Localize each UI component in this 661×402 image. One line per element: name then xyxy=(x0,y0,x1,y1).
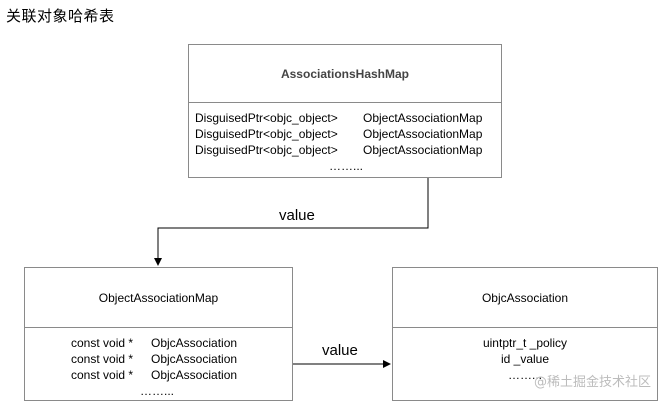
hashmap-entry-key: DisguisedPtr<objc_object> xyxy=(195,111,338,125)
objmap-entry-key: const void * xyxy=(71,336,134,350)
hashmap-entry-key: DisguisedPtr<objc_object> xyxy=(195,143,338,157)
hashmap-entry: DisguisedPtr<objc_object> ObjectAssociati… xyxy=(189,142,501,158)
hashmap-entry: DisguisedPtr<objc_object> ObjectAssociati… xyxy=(189,110,501,126)
associations-hashmap-node: AssociationsHashMap DisguisedPtr<objc_ob… xyxy=(188,44,502,178)
objc-association-node: ObjcAssociation uintptr_t _policy id _va… xyxy=(392,267,658,401)
object-association-map-entries: const void * ObjcAssociation const void *… xyxy=(25,328,292,400)
objmap-entry-value: ObjcAssociation xyxy=(151,352,238,366)
objmap-entry-key: const void * xyxy=(71,352,134,366)
hashmap-entry: DisguisedPtr<objc_object> ObjectAssociati… xyxy=(189,126,501,142)
hashmap-to-objmap-arrow xyxy=(154,178,429,266)
object-association-map-node: ObjectAssociationMap const void * ObjcAss… xyxy=(24,267,293,401)
objmap-entry: const void * ObjcAssociation xyxy=(25,367,292,383)
watermark: @稀土掘金技术社区 xyxy=(533,375,651,390)
hashmap-more-ellipsis: ……... xyxy=(329,159,364,173)
hashmap-entry-value: ObjectAssociationMap xyxy=(363,111,483,125)
edge-label-value: value xyxy=(322,342,358,359)
objc-association-field: id _value xyxy=(500,352,550,366)
objc-association-title: ObjcAssociation xyxy=(393,268,657,328)
page-title: 关联对象哈希表 xyxy=(6,7,115,25)
objc-association-fields: uintptr_t _policy id _value ……... xyxy=(393,328,657,400)
objmap-entry-key: const void * xyxy=(71,368,134,382)
objc-association-more-ellipsis: ……... xyxy=(507,368,542,382)
objmap-entry: const void * ObjcAssociation xyxy=(25,351,292,367)
associations-hashmap-title: AssociationsHashMap xyxy=(189,45,501,103)
edge-label-value: value xyxy=(279,207,315,224)
associations-hashmap-entries: DisguisedPtr<objc_object> ObjectAssociati… xyxy=(189,103,501,177)
objmap-more-ellipsis: ……... xyxy=(140,384,175,398)
object-association-map-title: ObjectAssociationMap xyxy=(25,268,292,328)
objmap-entry-value: ObjcAssociation xyxy=(151,336,238,350)
objmap-entry: const void * ObjcAssociation xyxy=(25,335,292,351)
hashmap-entry-key: DisguisedPtr<objc_object> xyxy=(195,127,338,141)
hashmap-entry-value: ObjectAssociationMap xyxy=(363,143,483,157)
hashmap-entry-value: ObjectAssociationMap xyxy=(363,127,483,141)
objc-association-field: uintptr_t _policy xyxy=(482,336,568,350)
objmap-entry-value: ObjcAssociation xyxy=(151,368,238,382)
